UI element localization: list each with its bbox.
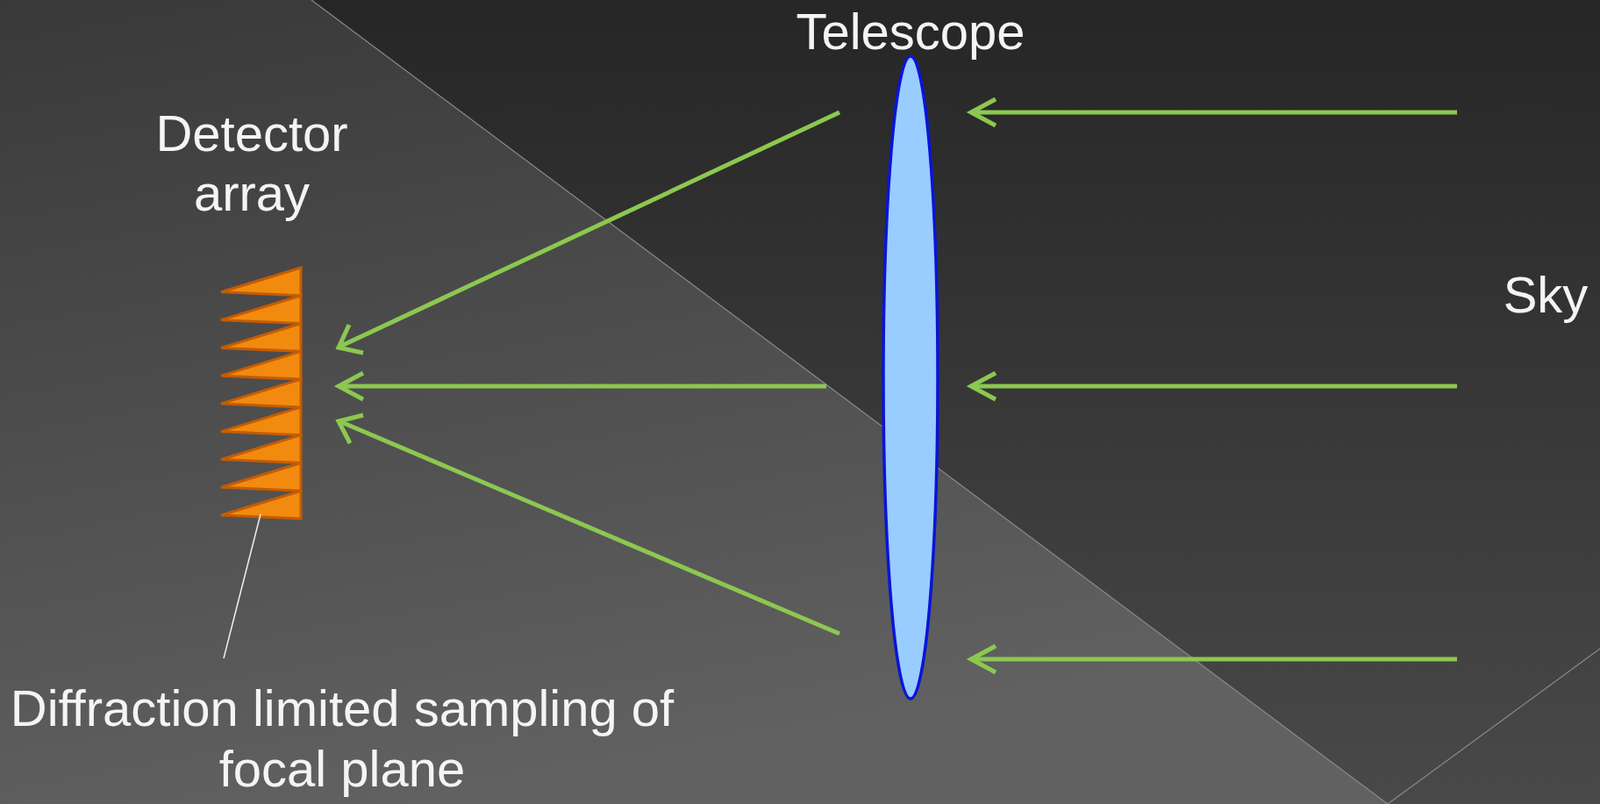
incoming-ray (971, 657, 1458, 662)
arrowhead (338, 372, 364, 400)
detector-pixel (221, 462, 301, 491)
arrowhead (971, 645, 996, 672)
detector-pixel (221, 350, 301, 379)
arrowhead (338, 324, 364, 353)
detector-pixel (221, 407, 301, 436)
focused-ray (339, 421, 840, 634)
focused-ray (339, 112, 840, 347)
arrowhead (971, 99, 996, 126)
detector-label: Detector array (120, 103, 384, 224)
detector-pixel (221, 295, 301, 324)
sky-label: Sky (1497, 264, 1594, 325)
arrowhead (971, 372, 996, 400)
detector-pixel (221, 435, 301, 464)
panel-edge (1387, 648, 1600, 804)
leader-line (223, 514, 261, 658)
detector-array (221, 267, 301, 519)
detector-pixel (221, 323, 301, 352)
detector-pixel (221, 378, 301, 408)
telescope-lens (883, 56, 938, 699)
focused-ray (339, 384, 827, 389)
arrowhead (338, 414, 364, 443)
detector-pixel (221, 267, 301, 296)
incoming-ray (971, 384, 1458, 389)
telescope-label: Telescope (726, 1, 1095, 62)
note-label: Diffraction limited sampling of focal pl… (8, 678, 676, 799)
background-panel (0, 0, 1388, 804)
incoming-ray (971, 110, 1458, 115)
